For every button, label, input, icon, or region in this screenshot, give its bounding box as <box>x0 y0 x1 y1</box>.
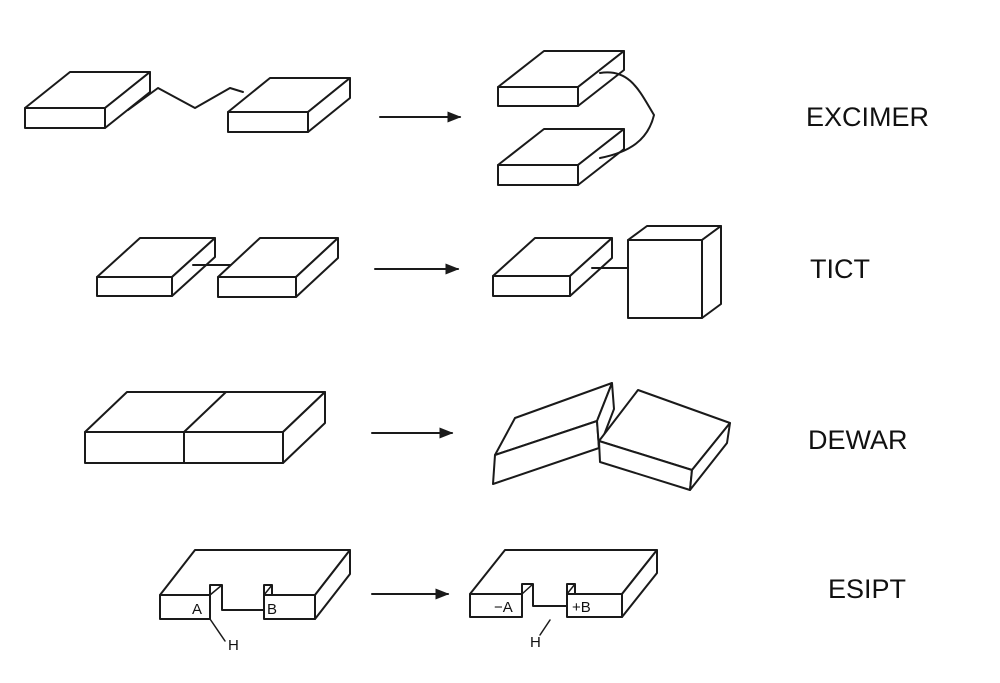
esipt-label: ESIPT <box>828 574 906 604</box>
tict-row: TICT <box>96 225 870 319</box>
esipt-transferred-hydrogen: H <box>530 634 541 651</box>
esipt-normal-form: A B H <box>159 549 351 654</box>
excimer-monomer-right <box>227 77 351 133</box>
dewar-row: DEWAR <box>84 382 908 491</box>
tict-donor-right <box>492 237 613 297</box>
tict-acceptor-left <box>217 237 339 298</box>
esipt-left-anion: −A <box>494 599 513 616</box>
dewar-bent-left-ring <box>492 382 615 485</box>
excimer-loop <box>599 71 655 159</box>
dewar-planar-dimer <box>84 391 326 464</box>
excimer-label: EXCIMER <box>806 102 929 132</box>
dewar-bent-right-ring <box>598 389 731 491</box>
tict-acceptor-twisted <box>627 225 722 319</box>
excimer-monomer-left <box>24 71 151 129</box>
excimer-row: EXCIMER <box>24 50 929 186</box>
dewar-label: DEWAR <box>808 425 908 455</box>
esipt-hydrogen: H <box>228 637 239 654</box>
tict-donor-left <box>96 237 216 297</box>
tict-label: TICT <box>810 254 870 284</box>
excimer-stacked-top <box>497 50 625 107</box>
excimer-tether <box>127 87 244 111</box>
esipt-right-atom: B <box>267 601 277 618</box>
esipt-row: A B H −A +B H ESIPT <box>159 549 906 654</box>
esipt-left-atom: A <box>192 601 202 618</box>
esipt-tautomer-form: −A +B H <box>469 549 658 651</box>
esipt-right-cation: +B <box>572 599 591 616</box>
